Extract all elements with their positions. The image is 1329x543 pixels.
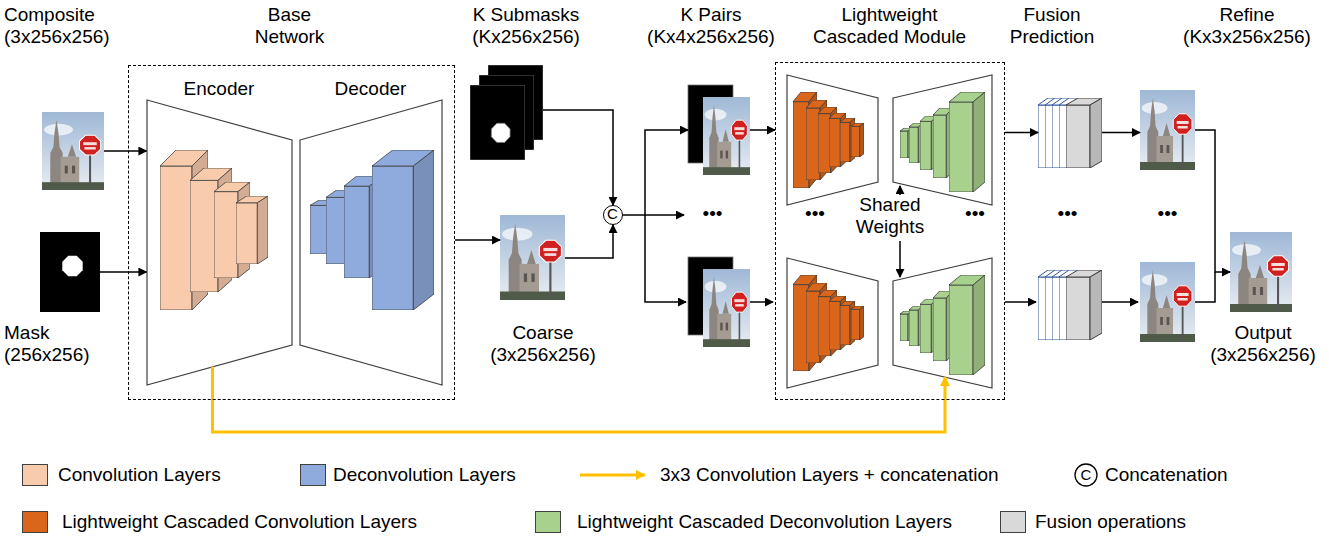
base-network-box: Base NetworkEncoderDecoder bbox=[128, 65, 455, 400]
light-deconv-layers bbox=[900, 92, 985, 192]
composite-photo bbox=[42, 112, 104, 190]
conv-layer bbox=[236, 196, 268, 264]
connector bbox=[100, 271, 147, 273]
node-label: Composite (3x256x256) bbox=[4, 4, 116, 48]
coarse-photo bbox=[500, 215, 565, 300]
node-label: Coarse (3x256x256) bbox=[486, 322, 600, 366]
node-label: Output (3x256x256) bbox=[1205, 322, 1321, 366]
encoder-block: Encoder bbox=[147, 78, 292, 385]
legend-concat-symbol bbox=[1075, 464, 1097, 486]
refine-image: Refine (Kx3x256x256) bbox=[1140, 90, 1195, 170]
legend-swatch bbox=[300, 464, 326, 486]
node-label: K Pairs (Kx4x256x256) bbox=[640, 4, 782, 48]
legend-swatch bbox=[1000, 511, 1026, 533]
light-decoder-trapezoid bbox=[893, 75, 992, 205]
mask-image: Mask (256x256) bbox=[40, 232, 100, 312]
branch-arrow bbox=[645, 215, 686, 302]
connector bbox=[565, 225, 613, 258]
encoder-layers bbox=[160, 150, 268, 310]
composite-image: Composite (3x256x256) bbox=[42, 112, 104, 190]
legend-yellow-arrow bbox=[580, 474, 645, 477]
node-label: Decoder bbox=[300, 78, 442, 100]
connector bbox=[750, 129, 775, 131]
legend-text: Lightweight Cascaded Convolution Layers bbox=[62, 511, 417, 533]
connector bbox=[455, 239, 500, 241]
legend-swatch bbox=[22, 511, 48, 533]
annotation: Shared Weights bbox=[845, 194, 935, 238]
ellipsis: ••• bbox=[1045, 203, 1090, 225]
legend-text: Concatenation bbox=[1105, 464, 1228, 486]
connector bbox=[1195, 130, 1230, 272]
ellipsis: ••• bbox=[690, 203, 735, 225]
fusion-art bbox=[1038, 98, 1102, 168]
node-label: C bbox=[603, 204, 623, 224]
submask-stack-art bbox=[470, 65, 543, 160]
light-conv-layers bbox=[793, 92, 864, 188]
submask-image bbox=[470, 85, 525, 160]
merge-wire bbox=[1195, 272, 1215, 302]
light-conv-layer bbox=[851, 123, 864, 157]
connector bbox=[1102, 132, 1140, 134]
legend-swatch bbox=[535, 511, 561, 533]
node-label: Encoder bbox=[147, 78, 292, 100]
node-label: Mask (256x256) bbox=[4, 322, 108, 366]
deconv-layer bbox=[372, 150, 434, 310]
concat-symbol-letter: C bbox=[1075, 464, 1097, 486]
connector bbox=[623, 130, 688, 215]
legend-text: Deconvolution Layers bbox=[333, 464, 516, 486]
branch-arrow bbox=[750, 301, 773, 303]
pair-images: K Pairs (Kx4x256x256) bbox=[688, 85, 750, 175]
branch-wires bbox=[645, 186, 1215, 302]
node-label: Refine (Kx3x256x256) bbox=[1172, 4, 1322, 48]
coarse-image: Coarse (3x256x256) bbox=[500, 215, 565, 300]
node-label: Fusion Prediction bbox=[1000, 4, 1104, 48]
node-label: Base Network bbox=[245, 4, 335, 48]
refine-photo bbox=[1140, 90, 1195, 170]
legend-text: 3x3 Convolution Layers + concatenation bbox=[660, 464, 999, 486]
fusion-art-copy bbox=[1038, 270, 1102, 340]
ellipsis: ••• bbox=[1145, 203, 1190, 225]
legend-swatch bbox=[22, 464, 48, 486]
fusion-operation bbox=[1066, 98, 1102, 168]
decoder-block: Decoder bbox=[300, 78, 442, 385]
output-image: Output (3x256x256) bbox=[1230, 232, 1292, 312]
decoder-trapezoid bbox=[300, 100, 442, 385]
legend-text: Lightweight Cascaded Deconvolution Layer… bbox=[577, 511, 952, 533]
cascaded-pair bbox=[787, 75, 992, 205]
pair-photo bbox=[703, 97, 750, 175]
cascaded-pair-copy bbox=[787, 258, 992, 388]
ellipsis: ••• bbox=[955, 203, 995, 225]
encoder-trapezoid bbox=[147, 100, 292, 385]
shared-arrow bbox=[899, 186, 901, 195]
pair-art-copy bbox=[688, 257, 750, 347]
branch-arrow bbox=[1005, 301, 1036, 303]
legend-text: Fusion operations bbox=[1035, 511, 1186, 533]
refine-photo bbox=[1140, 262, 1195, 342]
submask-stack: K Submasks (Kx256x256) bbox=[470, 65, 543, 160]
branch-arrow bbox=[645, 214, 684, 216]
light-deconv-layer bbox=[949, 92, 985, 192]
connector bbox=[543, 110, 613, 205]
node-label: K Submasks (Kx256x256) bbox=[462, 4, 590, 48]
legend-text: Convolution Layers bbox=[58, 464, 221, 486]
node-label: Lightweight Cascaded Module bbox=[805, 4, 975, 48]
mask-image bbox=[40, 232, 100, 312]
concat-circle: C bbox=[603, 205, 623, 225]
shared-arrow bbox=[899, 241, 901, 277]
branch-arrow bbox=[1102, 301, 1138, 303]
connector bbox=[104, 150, 147, 152]
light-encoder-trapezoid bbox=[787, 75, 878, 205]
fusion-stack: Fusion Prediction bbox=[1038, 95, 1102, 170]
output-photo bbox=[1230, 232, 1292, 312]
ellipsis: ••• bbox=[795, 203, 835, 225]
pair-art bbox=[688, 85, 750, 175]
connector bbox=[1005, 132, 1038, 134]
decoder-layers bbox=[310, 150, 434, 310]
